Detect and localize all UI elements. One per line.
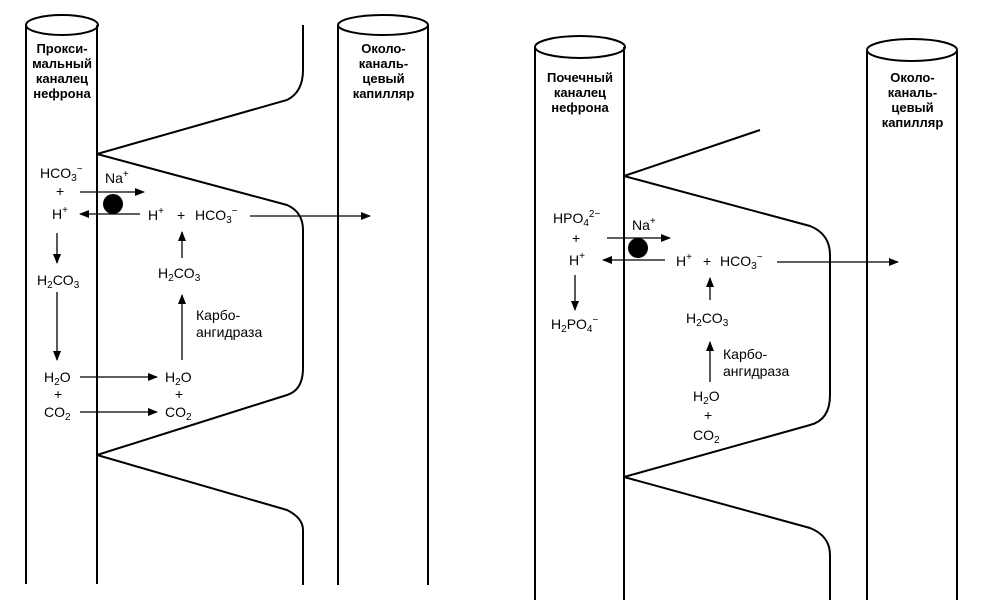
left-cell-lower-membrane <box>96 454 304 585</box>
right-cell-outline <box>623 175 831 478</box>
left-tubule-top <box>25 14 99 36</box>
left-tubule-title: Прокси- мальный каналец нефрона <box>32 41 92 101</box>
left-cell-hco3: HCO3− <box>195 206 238 226</box>
left-cell-co2: CO2 <box>165 404 192 423</box>
left-carboanhydrase-label: Карбо- ангидраза <box>196 307 263 340</box>
right-lumen-plus: + <box>572 230 581 246</box>
right-cell-h2o: H2O <box>693 388 720 407</box>
right-tubule-title: Почечный каналец нефрона <box>547 70 613 115</box>
right-cell-upper-membrane <box>623 129 761 177</box>
right-cell-lower-membrane <box>623 476 831 600</box>
left-antiporter-icon <box>103 194 123 214</box>
right-capillary-top <box>866 38 958 62</box>
left-cell-na: Na+ <box>105 169 129 187</box>
left-lumen-h2o: H2O <box>44 369 71 388</box>
left-lumen-hco3: HCO3− <box>40 164 83 184</box>
right-tubule-top <box>534 35 626 59</box>
right-carboanhydrase-label: Карбо- ангидраза <box>723 346 790 379</box>
left-capillary-title: Около- каналь- цевый капилляр <box>352 41 415 101</box>
right-cell-co2: CO2 <box>693 427 720 446</box>
right-cell-plus: + <box>703 253 712 269</box>
left-cell-upper-membrane <box>96 25 304 155</box>
right-cell-hco3: HCO3− <box>720 252 763 272</box>
right-antiporter-icon <box>628 238 648 258</box>
right-capillary-title: Около- каналь- цевый капилляр <box>881 70 944 130</box>
right-cell-h2co3: H2CO3 <box>686 310 729 329</box>
right-cell-h: H+ <box>676 252 692 270</box>
right-lumen-h: H+ <box>569 251 585 269</box>
left-lumen-h: H+ <box>52 205 68 223</box>
left-cell-h2o: H2O <box>165 369 192 388</box>
left-lumen-plus2: + <box>54 386 63 402</box>
right-cell-plus2: + <box>704 407 713 423</box>
left-lumen-plus: + <box>56 183 65 199</box>
left-cell-plus: + <box>177 207 186 223</box>
left-capillary-top <box>337 14 429 36</box>
left-cell-outline <box>96 153 304 456</box>
right-cell-na: Na+ <box>632 216 656 234</box>
left-cell-plus2: + <box>175 386 184 402</box>
left-lumen-h2co3: H2CO3 <box>37 272 80 291</box>
left-cell-h2co3: H2CO3 <box>158 265 201 284</box>
left-cell-h: H+ <box>148 206 164 224</box>
right-lumen-h2po4: H2PO4− <box>551 315 599 335</box>
left-lumen-co2: CO2 <box>44 404 71 423</box>
right-lumen-hpo4: HPO42− <box>553 209 601 229</box>
